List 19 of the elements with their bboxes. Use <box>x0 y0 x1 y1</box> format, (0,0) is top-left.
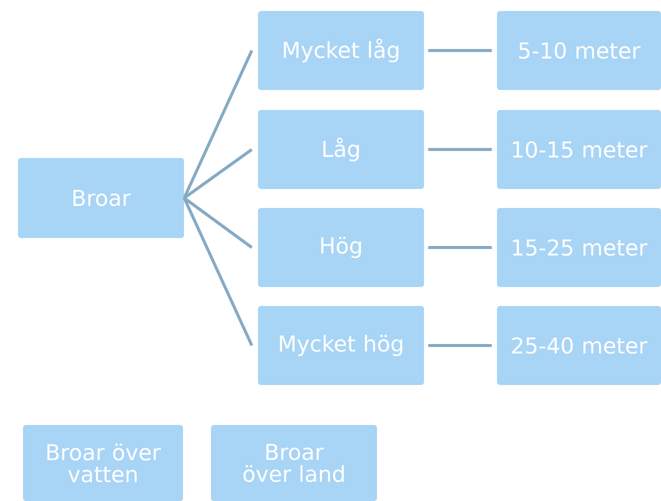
category-box: 10-15 meter <box>497 110 661 189</box>
category-box: 15-25 meter <box>497 208 661 287</box>
connector-line <box>182 50 254 199</box>
category-box: Broar över land <box>211 424 377 501</box>
connector-line <box>182 197 254 346</box>
category-box: 25-40 meter <box>497 306 661 385</box>
category-box: 5-10 meter <box>497 11 661 90</box>
category-box: Broar över vatten <box>23 424 183 501</box>
connector-line <box>428 148 492 151</box>
category-box: Låg <box>258 110 424 189</box>
connector-line <box>428 246 492 249</box>
connector-line <box>428 49 492 52</box>
connector-line <box>183 196 253 249</box>
category-box: Mycket låg <box>258 11 424 90</box>
category-box: Hög <box>258 208 424 287</box>
category-box: Mycket hög <box>258 306 424 385</box>
connector-line <box>183 148 253 200</box>
connector-line <box>428 344 492 347</box>
category-box: Broar <box>18 158 184 238</box>
